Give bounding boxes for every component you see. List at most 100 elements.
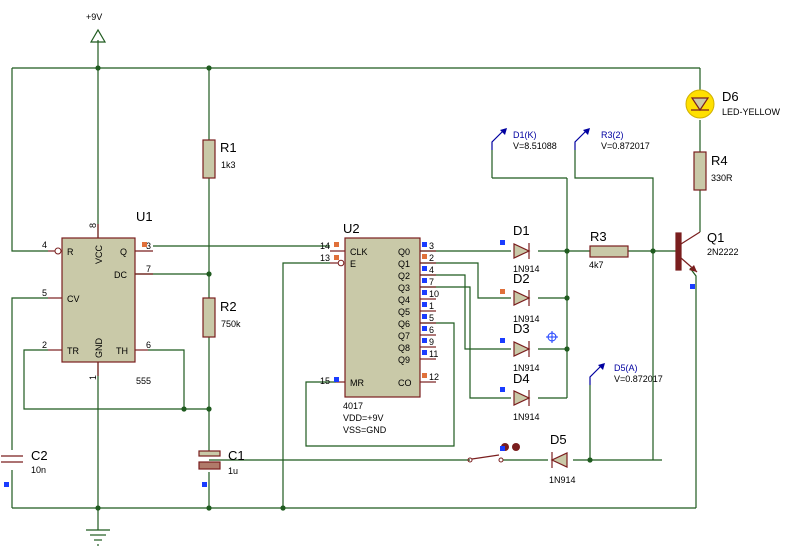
u2-4017-counter[interactable]: U2 CLK E MR 14 13 15 Q03Q12Q24Q37Q410Q51… — [320, 221, 439, 435]
u2-pin-number: 9 — [429, 337, 434, 347]
diode-d1[interactable]: D1 1N914 — [513, 223, 540, 274]
u1-pin-cv: CV — [67, 294, 80, 304]
probe-r3-2[interactable]: R3(2) V=0.872017 — [574, 128, 650, 151]
d4-ref: D4 — [513, 371, 530, 386]
u2-pin-clk: CLK — [350, 247, 368, 257]
u2-pinnum-e: 13 — [320, 253, 330, 263]
u2-pin-label-q1: Q1 — [398, 259, 410, 269]
resistor-r1[interactable]: R1 1k3 — [202, 139, 237, 179]
pin-marker — [422, 290, 427, 295]
u2-pin-number: 3 — [429, 241, 434, 251]
u1-pin-tr: TR — [67, 346, 79, 356]
pin-marker — [422, 350, 427, 355]
r3-value: 4k7 — [589, 260, 604, 270]
transistor-q1[interactable]: Q1 2N2222 — [675, 230, 739, 273]
u2-pin-label-q7: Q7 — [398, 331, 410, 341]
pin-marker — [142, 242, 147, 247]
probe-d1k-reading: V=8.51088 — [513, 141, 557, 151]
r4-ref: R4 — [711, 153, 728, 168]
r1-value: 1k3 — [221, 160, 236, 170]
c1-value: 1u — [228, 466, 238, 476]
r3-ref: R3 — [590, 229, 607, 244]
u2-pin-number: 11 — [429, 349, 438, 359]
d3-value: 1N914 — [513, 363, 540, 373]
u1-pinnum-vcc: 8 — [88, 223, 98, 228]
capacitor-c2[interactable]: C2 10n — [1, 448, 48, 475]
led-d6[interactable]: D6 LED-YELLOW — [685, 89, 781, 119]
u1-pinnum-r: 4 — [42, 240, 47, 250]
diode-d3[interactable]: D3 1N914 — [513, 321, 540, 373]
crosshair-icon — [546, 331, 558, 343]
pin-marker — [334, 242, 339, 247]
u2-pin-label-q4: Q4 — [398, 295, 410, 305]
u1-pinnum-cv: 5 — [42, 288, 47, 298]
u2-pin-label-co: CO — [398, 378, 412, 388]
u2-pin-number: 7 — [429, 277, 434, 287]
pin-marker — [422, 338, 427, 343]
pin-marker — [422, 254, 427, 259]
u2-pin-label-q6: Q6 — [398, 319, 410, 329]
probe-d1k[interactable]: D1(K) V=8.51088 — [491, 128, 557, 151]
u1-pinnum-q: 3 — [146, 241, 151, 251]
u2-pin-number: 4 — [429, 265, 434, 275]
c2-value: 10n — [31, 465, 46, 475]
resistor-r2[interactable]: R2 750k — [202, 297, 241, 338]
u1-ref: U1 — [136, 209, 153, 224]
resistor-r3[interactable]: R3 4k7 — [589, 229, 629, 270]
q1-value: 2N2222 — [707, 247, 739, 257]
u2-pin-label-q5: Q5 — [398, 307, 410, 317]
supply-label: +9V — [86, 12, 102, 22]
wires — [11, 40, 701, 530]
pin-marker — [422, 326, 427, 331]
probe-d5a-reading: V=0.872017 — [614, 374, 663, 384]
ground-symbol[interactable] — [86, 529, 110, 546]
u1-pin-gnd: GND — [94, 338, 104, 359]
u1-pin-th: TH — [116, 346, 128, 356]
push-switch[interactable] — [467, 443, 520, 463]
d2-ref: D2 — [513, 271, 530, 286]
u2-pin-label-q2: Q2 — [398, 271, 410, 281]
d1-value: 1N914 — [513, 264, 540, 274]
junctions — [95, 65, 656, 511]
pin-marker — [334, 255, 339, 260]
resistor-r4[interactable]: R4 330R — [693, 151, 733, 191]
pin-marker — [334, 377, 339, 382]
probe-d5a-name: D5(A) — [614, 363, 638, 373]
capacitor-c1[interactable]: C1 1u — [198, 445, 245, 476]
u2-pin-label-q3: Q3 — [398, 283, 410, 293]
u1-555-timer[interactable]: U1 555 R Q DC CV TR TH VCC GND 4 3 7 5 2… — [42, 209, 153, 386]
u2-pin-label-q9: Q9 — [398, 355, 410, 365]
d6-value: LED-YELLOW — [722, 107, 781, 117]
diode-d4[interactable]: D4 1N914 — [513, 371, 540, 422]
u2-ref: U2 — [343, 221, 360, 236]
d5-value: 1N914 — [549, 475, 576, 485]
u2-pin-number: 2 — [429, 253, 434, 263]
r4-value: 330R — [711, 173, 733, 183]
u1-type: 555 — [136, 376, 151, 386]
q1-ref: Q1 — [707, 230, 724, 245]
pin-marker — [422, 278, 427, 283]
supply-terminal[interactable]: +9V — [86, 12, 107, 43]
d6-ref: D6 — [722, 89, 739, 104]
u2-pin-number: 10 — [429, 289, 439, 299]
d5-ref: D5 — [550, 432, 567, 447]
u2-pinnum-clk: 14 — [320, 241, 330, 251]
diode-d5[interactable]: D5 1N914 — [549, 432, 576, 485]
u2-pin-e: E — [350, 259, 356, 269]
u2-pin-number: 6 — [429, 325, 434, 335]
logic-markers — [4, 240, 695, 487]
d2-value: 1N914 — [513, 314, 540, 324]
pin-marker — [422, 314, 427, 319]
r2-value: 750k — [221, 319, 241, 329]
probe-r3-2-reading: V=0.872017 — [601, 141, 650, 151]
diode-d2[interactable]: D2 1N914 — [513, 271, 540, 324]
u2-pin-number: 12 — [429, 372, 439, 382]
d1-ref: D1 — [513, 223, 530, 238]
probe-r3-2-name: R3(2) — [601, 130, 624, 140]
pin-marker — [422, 242, 427, 247]
u2-power-vss: VSS=GND — [343, 425, 387, 435]
u2-pin-label-q8: Q8 — [398, 343, 410, 353]
probe-d5a[interactable]: D5(A) V=0.872017 — [589, 363, 663, 385]
u2-pin-number: 5 — [429, 313, 434, 323]
